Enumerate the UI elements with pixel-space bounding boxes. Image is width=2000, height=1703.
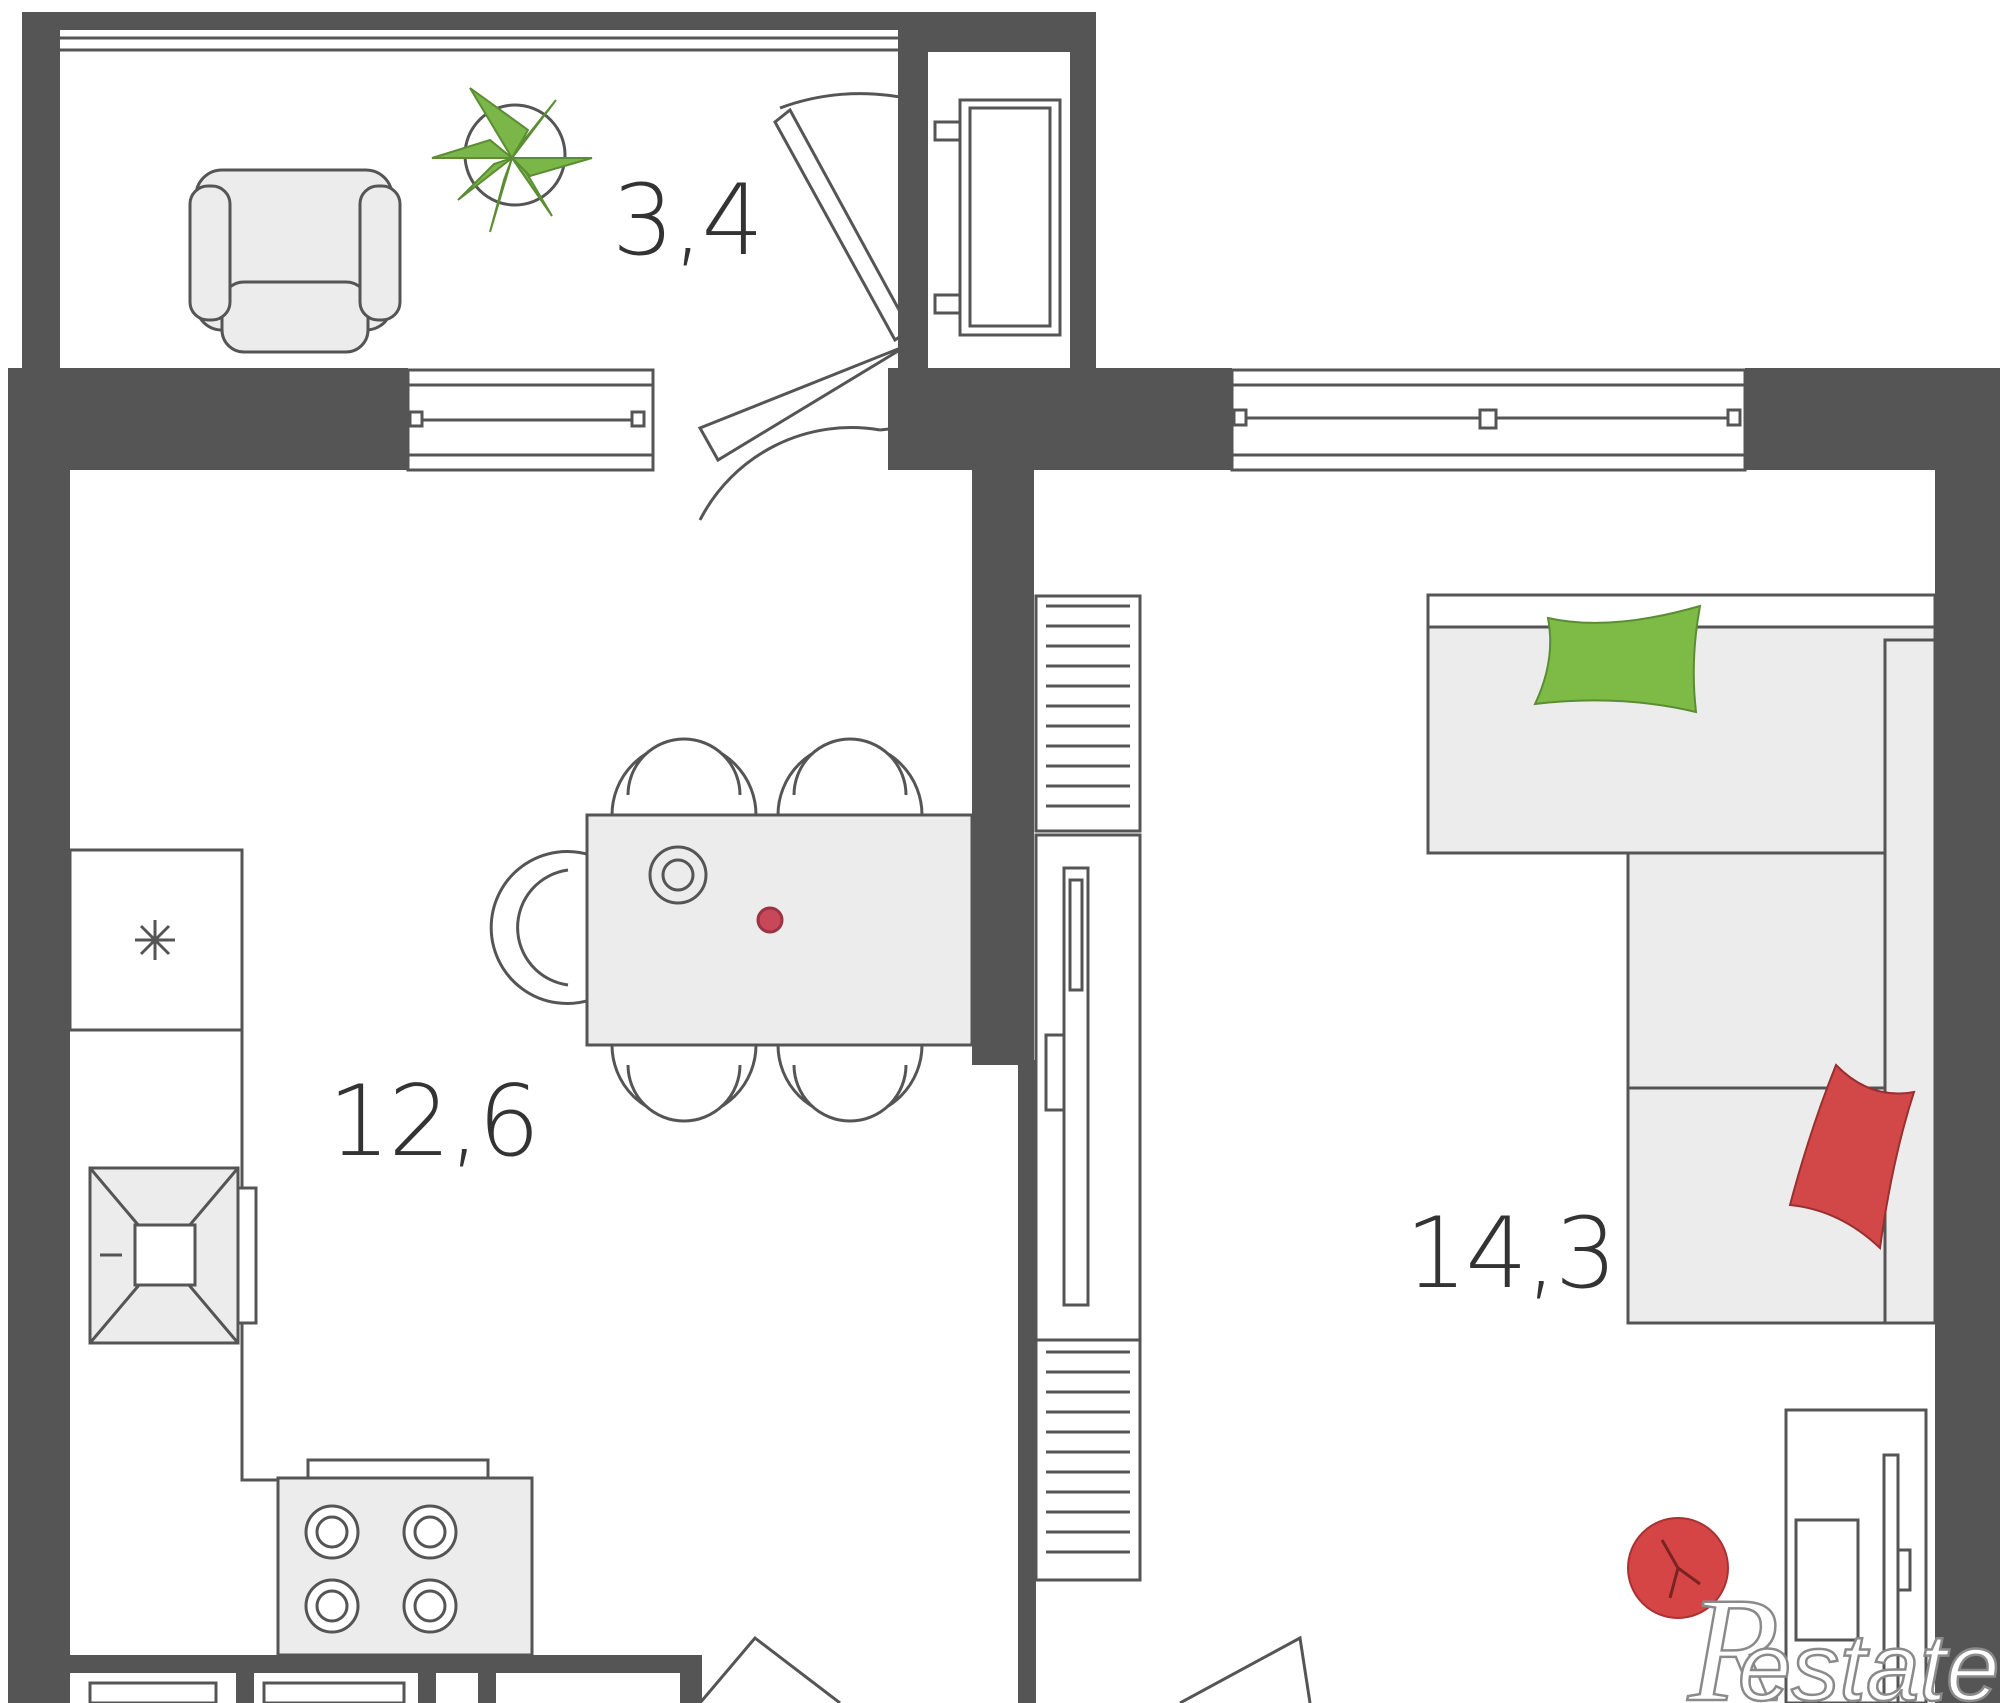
- kitchen-sink: [88, 1166, 258, 1345]
- kitchen-window: [406, 368, 655, 472]
- lower-shelf: [88, 1681, 406, 1703]
- watermark-logo: R estate: [1686, 1566, 2000, 1703]
- kitchen-area-label: 12,6: [328, 1065, 538, 1179]
- balcony-door: [697, 92, 912, 521]
- balcony-window: [60, 36, 898, 52]
- balcony-inner-post: [898, 12, 928, 372]
- kitchen-stove: [276, 1458, 534, 1657]
- wall-partition-lower: [1018, 1060, 1036, 1703]
- dining-table: [585, 813, 974, 1047]
- balcony-wall-left: [22, 12, 60, 372]
- wall-top-left: [8, 368, 408, 470]
- clock-icon: [1627, 1517, 1729, 1619]
- wall-partition: [972, 460, 1034, 1065]
- wall-left: [8, 368, 70, 1703]
- wall-bottom-stub-3: [478, 1655, 496, 1703]
- wall-bottom-stub-2: [418, 1655, 436, 1703]
- snowflake-icon: [135, 920, 175, 960]
- tv-unit: [1034, 833, 1142, 1342]
- walls: [8, 12, 2000, 1703]
- lower-doors: [698, 1635, 1312, 1703]
- balcony-armchair: [188, 168, 402, 354]
- pillow-green: [1533, 604, 1702, 714]
- wall-bottom-left: [70, 1655, 702, 1673]
- wall-right: [1935, 368, 2000, 1703]
- balcony-area-label: 3,4: [612, 164, 762, 278]
- dining-chairs: [489, 737, 924, 1123]
- balcony-wall-right-top: [898, 12, 1096, 52]
- wall-top-middle: [888, 368, 1232, 470]
- side-table: [1784, 1408, 1928, 1703]
- balcony-wall-top: [22, 12, 902, 30]
- plant-icon: [431, 87, 593, 233]
- wall-bottom-stub-1: [236, 1655, 254, 1703]
- living-room-window: [1230, 368, 1747, 472]
- pillow-red: [1788, 1063, 1916, 1251]
- watermark-initial: R: [1687, 1567, 1780, 1703]
- watermark-text: estate: [1738, 1614, 2000, 1703]
- balcony-wall-right: [1070, 12, 1096, 372]
- radiator-lower: [1034, 1338, 1142, 1582]
- living-room-area-label: 14,3: [1405, 1197, 1615, 1311]
- balcony-cabinet: [933, 98, 1062, 337]
- wall-bottom-stub-4: [680, 1655, 702, 1703]
- radiator-upper: [1034, 594, 1142, 833]
